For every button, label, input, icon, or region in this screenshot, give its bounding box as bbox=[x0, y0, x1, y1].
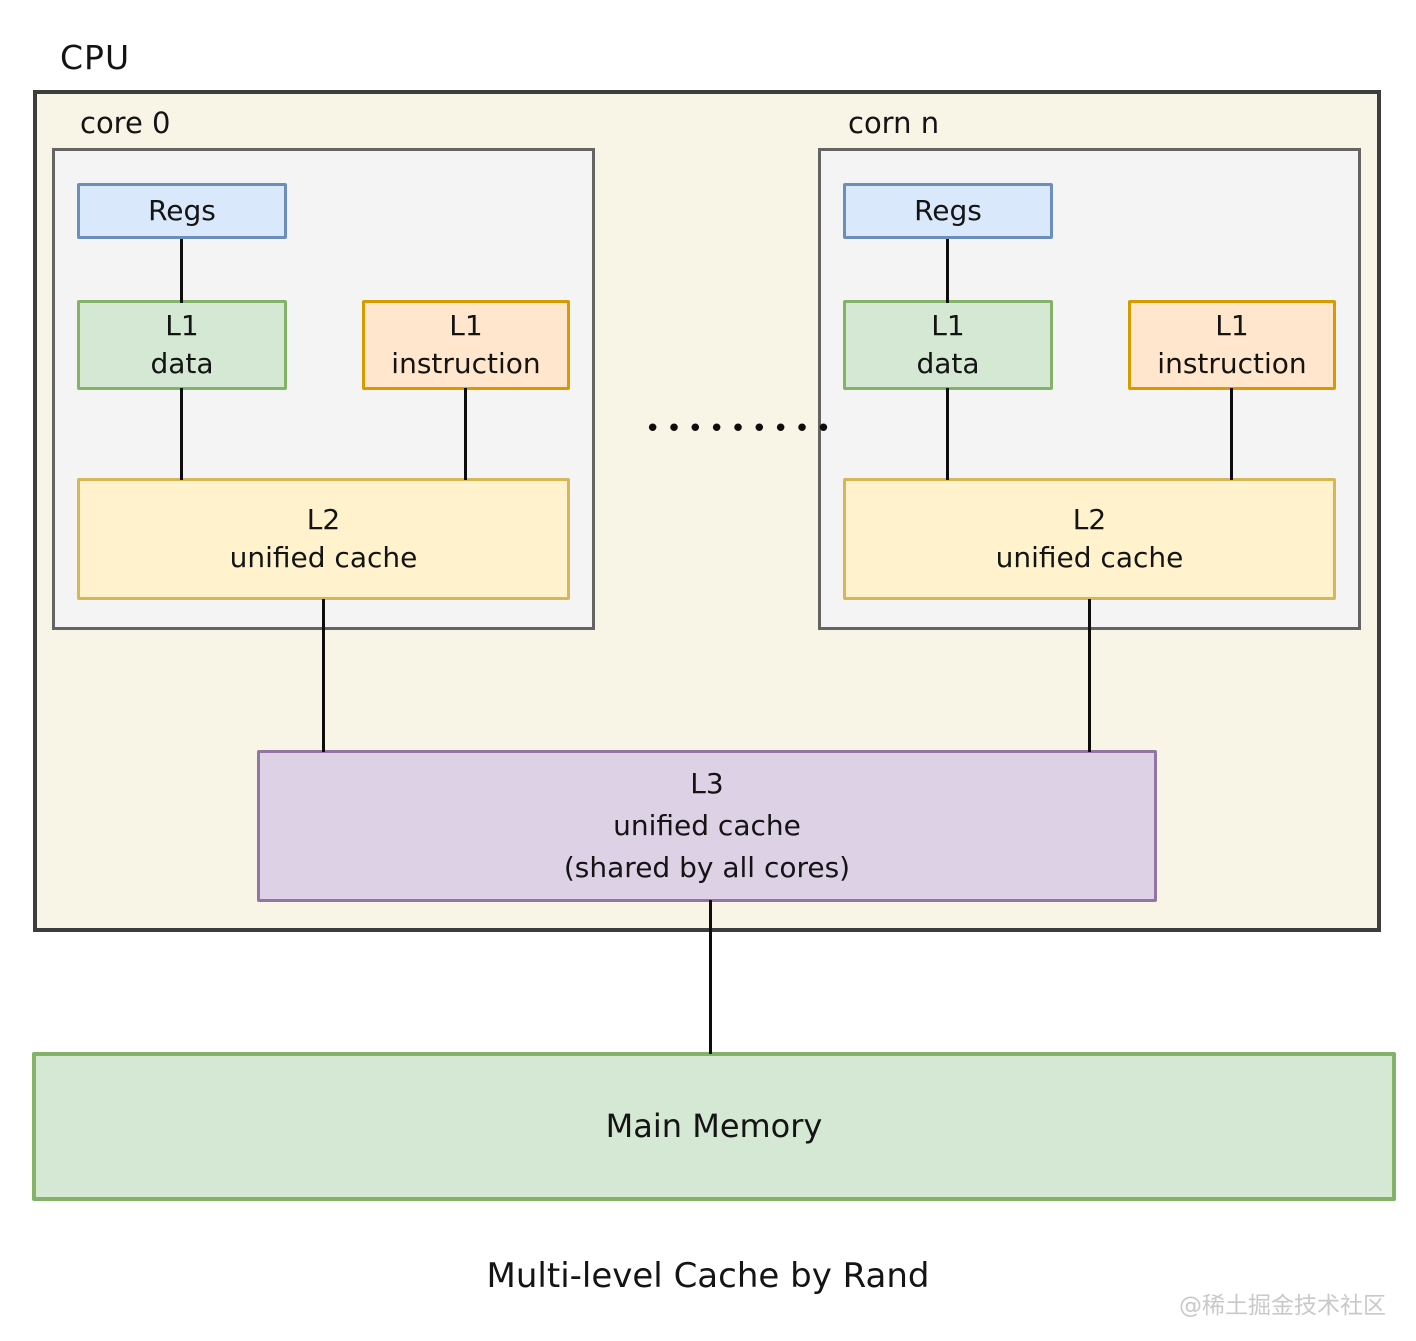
coren-l1-data-line1: L1 bbox=[931, 309, 965, 343]
core0-regs-label: Regs bbox=[148, 194, 216, 228]
coren-l1-data-line2: data bbox=[916, 347, 980, 380]
coren-l1-instruction-line1: L1 bbox=[1215, 309, 1249, 343]
core0-l1-instruction-box: L1 instruction bbox=[362, 300, 570, 390]
coren-l2-box: L2 unified cache bbox=[843, 478, 1336, 600]
coren-l1-instruction-box: L1 instruction bbox=[1128, 300, 1336, 390]
l3-line3: (shared by all cores) bbox=[563, 851, 851, 884]
core0-l1-instruction-line1: L1 bbox=[449, 309, 483, 343]
l3-line2: unified cache bbox=[613, 809, 801, 842]
l3-box: L3 unified cache (shared by all cores) bbox=[257, 750, 1157, 902]
coren-l2-line2: unified cache bbox=[995, 541, 1184, 574]
connector-core0-l1instr-l2 bbox=[464, 388, 467, 480]
coren-l1-instruction-line2: instruction bbox=[1157, 347, 1307, 380]
core0-l1-data-line2: data bbox=[150, 347, 214, 380]
l3-line1: L3 bbox=[690, 767, 724, 800]
connector-coren-l1instr-l2 bbox=[1230, 388, 1233, 480]
watermark-text: @稀土掘金技术社区 bbox=[1179, 1293, 1386, 1319]
connector-coren-l1data-l2 bbox=[946, 388, 949, 480]
main-memory-label: Main Memory bbox=[605, 1106, 823, 1145]
diagram-caption: Multi-level Cache by Rand bbox=[486, 1256, 930, 1296]
coren-l1-data-box: L1 data bbox=[843, 300, 1053, 390]
connector-coren-regs-l1data bbox=[946, 239, 949, 303]
main-memory-box: Main Memory bbox=[32, 1052, 1396, 1201]
core0-regs-box: Regs bbox=[77, 183, 287, 239]
coren-l2-line1: L2 bbox=[1072, 503, 1107, 537]
core0-label: core 0 bbox=[80, 106, 171, 140]
core0-l2-line2: unified cache bbox=[229, 541, 418, 574]
core0-l1-data-line1: L1 bbox=[165, 309, 199, 343]
core0-l2-box: L2 unified cache bbox=[77, 478, 570, 600]
cores-ellipsis-dots: ••••••••• bbox=[645, 414, 838, 444]
coren-regs-label: Regs bbox=[914, 194, 982, 228]
connector-coren-l2-l3 bbox=[1088, 599, 1091, 752]
connector-core0-l2-l3 bbox=[322, 599, 325, 752]
connector-l3-mainmemory bbox=[709, 900, 712, 1054]
coren-regs-box: Regs bbox=[843, 183, 1053, 239]
cpu-label: CPU bbox=[60, 38, 131, 77]
connector-core0-regs-l1data bbox=[180, 239, 183, 303]
core0-l1-data-box: L1 data bbox=[77, 300, 287, 390]
coren-label: corn n bbox=[848, 106, 940, 140]
core0-l1-instruction-line2: instruction bbox=[391, 347, 541, 380]
core0-l2-line1: L2 bbox=[306, 503, 341, 537]
connector-core0-l1data-l2 bbox=[180, 388, 183, 480]
